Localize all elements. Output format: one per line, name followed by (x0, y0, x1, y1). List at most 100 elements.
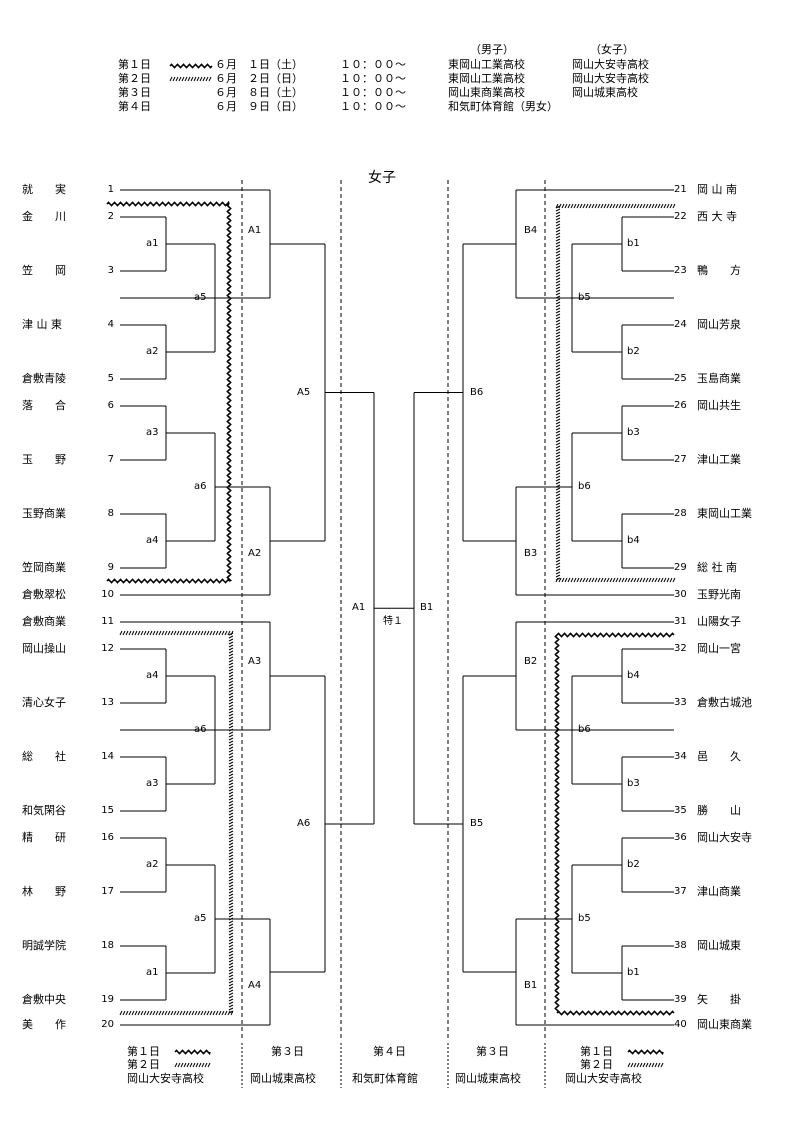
match-label: b1 (627, 967, 640, 978)
match-label: B2 (524, 656, 538, 667)
match-label: b3 (627, 778, 640, 789)
day2-route-right (555, 203, 676, 583)
team-name-left: 倉敷翠松 (22, 588, 66, 601)
team-number-left: 17 (101, 886, 114, 897)
match-label: A4 (248, 980, 262, 991)
footer-col2-venue: 岡山城東高校 (250, 1072, 316, 1085)
team-name-left: 総 社 (22, 750, 66, 763)
team-name-right: 岡 山 南 (697, 183, 737, 196)
team-name-left: 林 野 (22, 885, 66, 898)
team-number-left: 19 (101, 994, 114, 1005)
team-number-right: 39 (674, 994, 687, 1005)
team-number-left: 11 (101, 616, 114, 627)
match-label: A1 (248, 225, 262, 236)
match-label: A2 (248, 548, 262, 559)
team-number-right: 23 (674, 265, 687, 276)
match-label: B3 (524, 548, 538, 559)
team-number-right: 21 (674, 184, 687, 195)
day1-legend-marker (169, 63, 213, 69)
team-number-left: 6 (107, 400, 114, 411)
team-number-left: 5 (107, 373, 114, 384)
match-label: B4 (524, 225, 538, 236)
sched-date-2: ６月 ２日（日） (215, 72, 303, 85)
sched-day-4: 第４日 (118, 100, 151, 113)
footer-col5-day1: 第１日 (580, 1045, 613, 1058)
team-number-left: 3 (107, 265, 114, 276)
match-label: A3 (248, 656, 262, 667)
match-label: b2 (627, 346, 640, 357)
footer-col1-day1: 第１日 (127, 1045, 160, 1058)
team-name-left: 倉敷青陵 (22, 372, 66, 385)
team-name-right: 東岡山工業 (697, 507, 752, 520)
match-label: a1 (146, 238, 159, 249)
team-name-right: 津山工業 (697, 453, 741, 466)
match-label: b5 (578, 913, 591, 924)
team-name-left: 玉 野 (22, 453, 66, 466)
sched-girls-3: 岡山城東高校 (572, 86, 638, 99)
team-name-right: 岡山共生 (697, 399, 741, 412)
team-name-right: 岡山一宮 (697, 642, 741, 655)
sched-day-3: 第３日 (118, 86, 151, 99)
team-name-left: 玉野商業 (22, 507, 66, 520)
match-label: a6 (194, 724, 207, 735)
team-name-right: 矢 掛 (697, 993, 741, 1006)
team-number-right: 25 (674, 373, 687, 384)
team-number-right: 31 (674, 616, 687, 627)
team-name-right: 鴨 方 (697, 264, 741, 277)
team-name-right: 総 社 南 (697, 561, 737, 574)
team-number-left: 2 (107, 211, 114, 222)
final-label-right: B1 (420, 602, 434, 613)
team-name-left: 笠 岡 (22, 264, 66, 277)
team-number-left: 13 (101, 697, 114, 708)
team-number-right: 33 (674, 697, 687, 708)
team-name-right: 岡山東商業 (697, 1018, 752, 1031)
footer-col3-venue: 和気町体育館 (352, 1072, 418, 1085)
footer-day1-marker-right (627, 1049, 664, 1056)
sched-date-4: ６月 ９日（日） (215, 100, 303, 113)
footer-col4-venue: 岡山城東高校 (455, 1072, 521, 1085)
team-number-left: 20 (101, 1019, 114, 1030)
footer-col5-day2: 第２日 (580, 1058, 613, 1071)
team-number-right: 34 (674, 751, 687, 762)
match-label: a3 (146, 427, 159, 438)
sched-girls-1: 岡山大安寺高校 (572, 58, 649, 71)
match-label: b1 (627, 238, 640, 249)
team-name-left: 美 作 (22, 1018, 66, 1031)
team-name-right: 岡山城東 (697, 939, 741, 952)
team-name-right: 勝 山 (697, 804, 741, 817)
team-name-left: 就 実 (22, 183, 66, 196)
team-number-right: 26 (674, 400, 687, 411)
match-label: a2 (146, 859, 159, 870)
day1-route-left (106, 200, 233, 584)
team-name-left: 金 川 (22, 210, 66, 223)
team-number-left: 10 (101, 589, 114, 600)
header-boys: （男子） (470, 43, 514, 56)
team-number-right: 37 (674, 886, 687, 897)
footer-day2-marker-left (174, 1062, 211, 1068)
special-match-label: 特１ (383, 616, 403, 627)
footer-day1-marker-left (174, 1049, 211, 1056)
footer-col4-day: 第３日 (476, 1045, 509, 1058)
team-number-right: 22 (674, 211, 687, 222)
team-name-right: 玉野光南 (697, 588, 741, 601)
team-number-right: 36 (674, 832, 687, 843)
team-number-right: 35 (674, 805, 687, 816)
team-name-right: 倉敷古城池 (697, 696, 752, 709)
match-label: A6 (297, 818, 311, 829)
team-name-right: 玉島商業 (697, 372, 741, 385)
footer-col3-day: 第４日 (373, 1045, 406, 1058)
sched-date-1: ６月 １日（土） (215, 58, 303, 71)
match-label: B6 (470, 387, 484, 398)
team-name-left: 岡山操山 (22, 642, 66, 655)
team-number-left: 12 (101, 643, 114, 654)
team-number-left: 9 (107, 562, 114, 573)
match-label: b6 (578, 481, 591, 492)
match-label: b6 (578, 724, 591, 735)
team-number-right: 29 (674, 562, 687, 573)
match-label: a5 (194, 292, 207, 303)
footer-day2-marker-right (627, 1062, 664, 1068)
sched-time-4: １０：００～ (340, 100, 406, 113)
sched-time-3: １０：００～ (340, 86, 406, 99)
team-number-left: 4 (107, 319, 114, 330)
